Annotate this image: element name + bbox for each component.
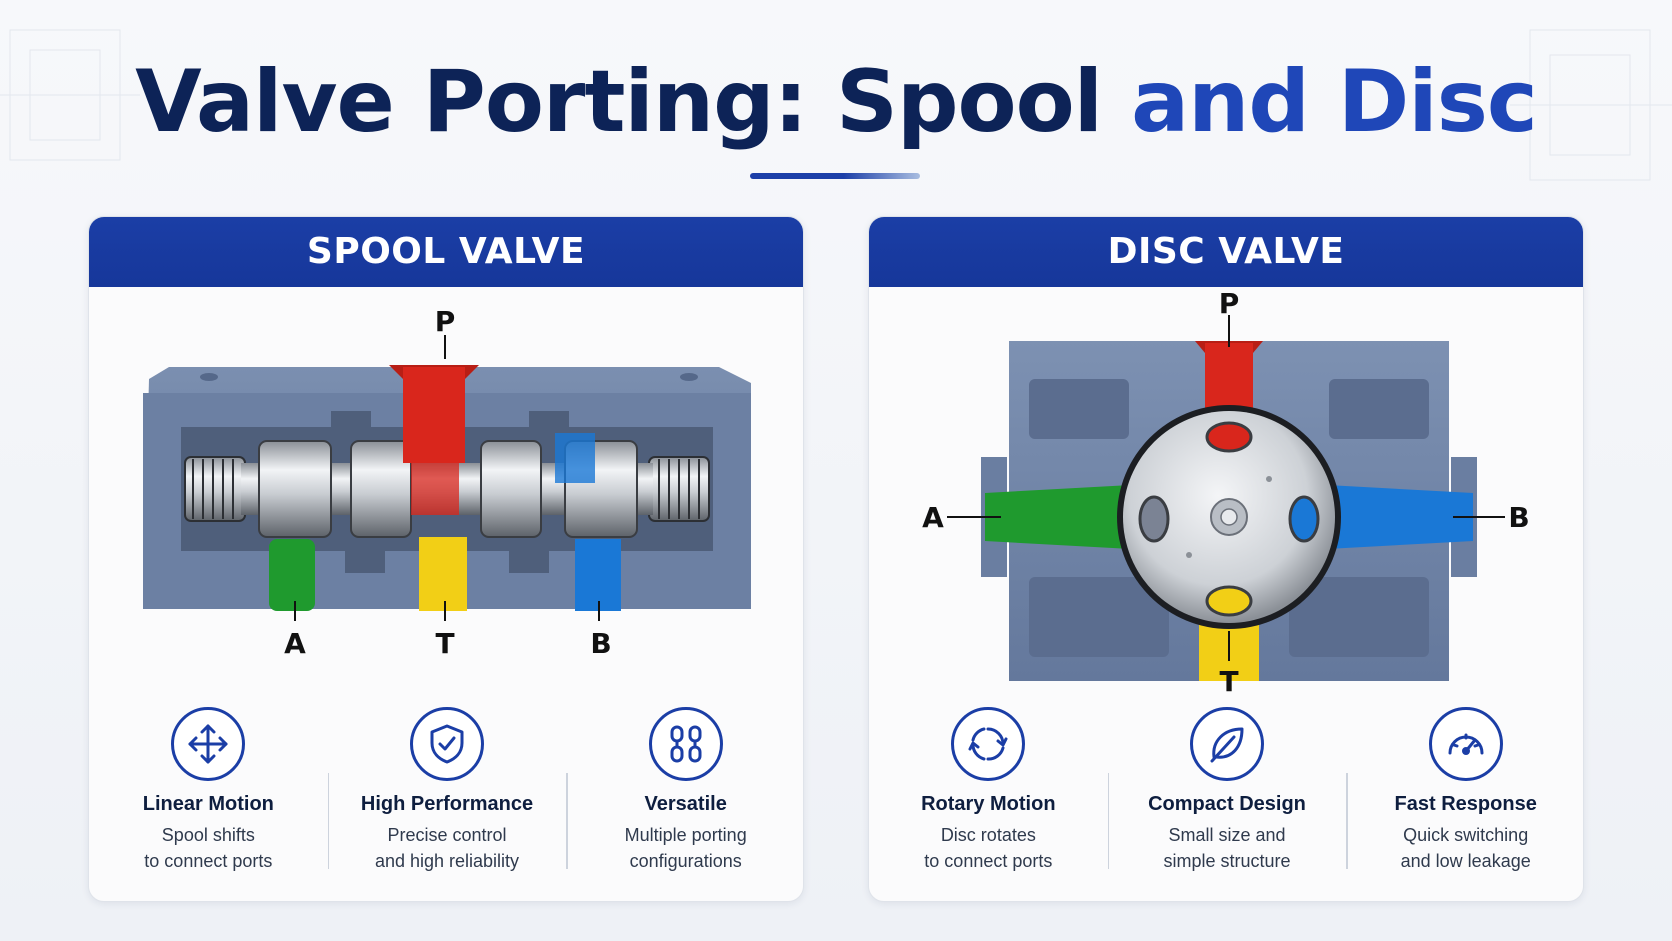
spool-valve-panel: SPOOL VALVE [88, 216, 804, 902]
feature-description: Multiple porting configurations [624, 825, 747, 871]
disc-valve-diagram: P T A B [922, 287, 1530, 698]
feature-title: High Performance [360, 793, 534, 815]
spool-label-a: A [284, 627, 306, 660]
feature-description: Quick switching and low leakage [1400, 825, 1531, 871]
page-title: Valve Porting: Spool and Disc [0, 52, 1672, 152]
feature-compact-design: Compact Design Small size and simple str… [1107, 707, 1347, 901]
gauge-icon [1428, 707, 1503, 781]
disc-port-a [985, 485, 1131, 549]
disc-valve-panel: DISC VALVE [868, 216, 1584, 902]
feature-description: Precise control and high reliability [374, 825, 520, 871]
feature-versatile: Versatile Multiple porting configuration… [566, 707, 803, 901]
spool-port-p [389, 365, 479, 515]
spool-spring-left [184, 456, 246, 522]
feature-title: Compact Design [1148, 793, 1306, 815]
title-underline [750, 173, 920, 179]
feature-linear-motion: Linear Motion Spool shifts to connect po… [89, 707, 328, 901]
spool-valve-header: SPOOL VALVE [89, 217, 803, 287]
rotary-disc [1117, 405, 1341, 629]
spool-label-t: T [435, 627, 454, 660]
feature-title: Linear Motion [142, 793, 274, 815]
disc-valve-header: DISC VALVE [869, 217, 1583, 287]
feature-title: Rotary Motion [921, 793, 1056, 815]
shield-check-icon [410, 707, 484, 781]
feature-title: Versatile [644, 793, 727, 815]
feature-fast-response: Fast Response Quick switching and low le… [1346, 707, 1583, 901]
rotate-circle-icon [951, 707, 1026, 781]
disc-port-b [1327, 485, 1473, 549]
move-arrows-icon [171, 707, 246, 781]
spool-valve-diagram: P A T B [143, 305, 751, 660]
disc-feature-row: Rotary Motion Disc rotates to connect po… [869, 707, 1583, 901]
feature-description: Spool shifts to connect ports [144, 825, 273, 871]
spool-port-b [555, 433, 621, 611]
disc-label-b: B [1508, 501, 1529, 534]
feature-description: Small size and simple structure [1163, 825, 1291, 871]
feature-high-performance: High Performance Precise control and hig… [327, 707, 567, 901]
spool-port-t [419, 537, 467, 611]
spool-spring-right [648, 456, 710, 522]
title-accent: and Disc [1131, 52, 1538, 152]
feature-rotary-motion: Rotary Motion Disc rotates to connect po… [869, 707, 1108, 901]
spool-port-a [269, 539, 315, 611]
feature-title: Fast Response [1394, 793, 1537, 815]
disc-label-t: T [1219, 665, 1238, 698]
title-main: Valve Porting: Spool [135, 52, 1132, 152]
spool-label-p: P [435, 305, 456, 338]
disc-label-p: P [1219, 287, 1240, 320]
spool-label-b: B [590, 627, 611, 660]
spool-feature-row: Linear Motion Spool shifts to connect po… [89, 707, 803, 901]
feature-description: Disc rotates to connect ports [924, 825, 1053, 871]
chain-links-icon [648, 707, 723, 781]
leaf-icon [1190, 707, 1264, 781]
disc-label-a: A [922, 501, 944, 534]
